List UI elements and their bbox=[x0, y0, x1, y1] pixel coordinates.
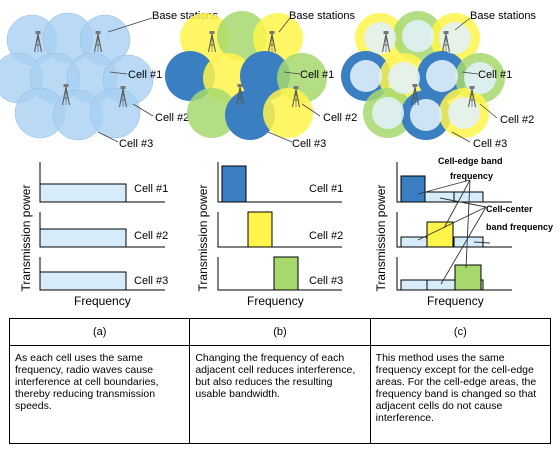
base-stations-label: Base stations bbox=[289, 10, 356, 22]
cell-3-band bbox=[273, 256, 299, 291]
cell-center-area bbox=[350, 60, 382, 92]
cell-3-spectrum-label: Cell #3 bbox=[134, 275, 168, 287]
cell-2-spectrum-label: Cell #2 bbox=[134, 230, 168, 242]
cell-3-spectrum-label: Cell #3 bbox=[309, 275, 343, 287]
cell-center-area bbox=[372, 97, 404, 129]
cell-1-map-label: Cell #1 bbox=[478, 69, 512, 81]
cell-1-map-label: Cell #1 bbox=[128, 69, 162, 81]
cell-1-spectrum-label: Cell #1 bbox=[309, 183, 343, 195]
coverage-circle-cell-1 bbox=[240, 51, 290, 101]
base-stations-label: Base stations bbox=[470, 10, 537, 22]
cell-3-map-label: Cell #3 bbox=[473, 138, 507, 150]
x-axis-label: Frequency bbox=[74, 294, 131, 308]
cell-center-area bbox=[410, 99, 442, 131]
panel-b-letter: (b) bbox=[189, 318, 371, 346]
cell-3-map-label: Cell #3 bbox=[119, 138, 153, 150]
cell-1-spectrum-label: Cell #1 bbox=[134, 183, 168, 195]
cell-2-band bbox=[39, 228, 127, 248]
edge-band-label: Cell-edge band frequency bbox=[438, 156, 505, 181]
panel-b-spectrum: Transmission power Cell #1 Cell #2 Cell … bbox=[196, 162, 343, 308]
coverage-circle-cell-2 bbox=[263, 88, 313, 138]
cell-1-band bbox=[39, 183, 127, 203]
panel-a-description: As each cell uses the same frequency, ra… bbox=[8, 345, 191, 444]
panel-b-description: Changing the frequency of each adjacent … bbox=[189, 345, 371, 444]
cell-3-map-label: Cell #3 bbox=[292, 138, 326, 150]
panel-a-coverage-map: Base stations Cell #1 Cell #2 Cell #3 bbox=[0, 10, 219, 150]
cell-center-area bbox=[388, 62, 420, 94]
panel-a-letter: (a) bbox=[8, 318, 191, 346]
cell-3-edge-band bbox=[454, 264, 482, 291]
coverage-circle-cell-2 bbox=[180, 13, 230, 63]
panel-c-spectrum: Transmission power Cell-edge band frequ bbox=[374, 156, 553, 308]
panel-c-coverage-map: Base stations Cell #1 Cell #2 Cell #3 bbox=[341, 10, 537, 150]
panel-c-letter: (c) bbox=[369, 318, 552, 346]
panel-b-coverage-map: Base stations Cell #1 Cell #2 Cell #3 bbox=[165, 10, 357, 150]
panel-a-spectrum: Transmission power Cell #1 Cell #2 Cell … bbox=[19, 162, 168, 308]
x-axis-label: Frequency bbox=[247, 294, 304, 308]
coverage-circle-cell-3 bbox=[217, 11, 267, 61]
cell-1-band bbox=[221, 165, 247, 203]
cell-center-area bbox=[448, 97, 480, 129]
y-axis-label: Transmission power bbox=[19, 185, 33, 292]
coverage-circle-cell-1 bbox=[165, 51, 215, 101]
coverage-circle-cell-3 bbox=[187, 88, 237, 138]
y-axis-label: Transmission power bbox=[196, 185, 210, 292]
cell-2-spectrum-label: Cell #2 bbox=[309, 230, 343, 242]
cell-2-map-label: Cell #2 bbox=[323, 112, 357, 124]
x-axis-label: Frequency bbox=[427, 294, 484, 308]
cell-3-band bbox=[39, 271, 127, 291]
coverage-circle-cell-1 bbox=[225, 90, 275, 140]
coverage-circle bbox=[89, 87, 141, 139]
cell-2-map-label: Cell #2 bbox=[155, 112, 189, 124]
cell-1-map-label: Cell #1 bbox=[300, 69, 334, 81]
cell-1-edge-band bbox=[400, 175, 426, 203]
cell-2-edge-band bbox=[426, 221, 454, 248]
cell-center-area bbox=[439, 22, 471, 54]
y-axis-label: Transmission power bbox=[374, 185, 388, 292]
cell-center-area bbox=[426, 60, 458, 92]
cell-2-map-label: Cell #2 bbox=[500, 114, 534, 126]
center-band-label: Cell-center band frequency bbox=[486, 204, 553, 232]
cell-2-band bbox=[247, 211, 273, 248]
cell-center-area bbox=[402, 20, 434, 52]
caption-table: (a) (b) (c) As each cell uses the same f… bbox=[8, 318, 552, 444]
panel-c-description: This method uses the same frequency exce… bbox=[369, 345, 552, 444]
cell-center-band bbox=[400, 279, 484, 291]
cell-center-area bbox=[364, 22, 396, 54]
coverage-circle-cell-2 bbox=[253, 13, 303, 63]
